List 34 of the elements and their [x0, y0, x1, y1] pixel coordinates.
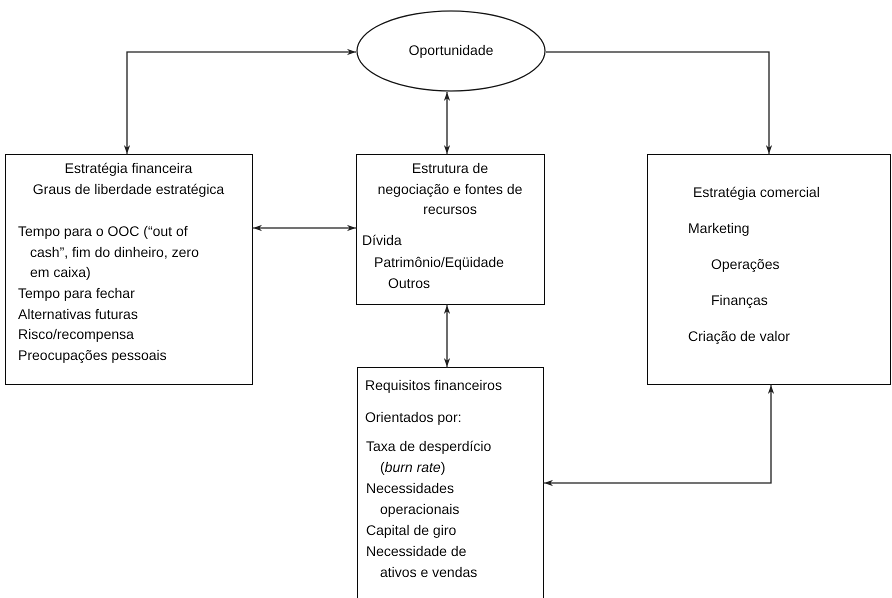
connector-arrow: [253, 224, 356, 232]
node-title: Oportunidade: [408, 41, 494, 60]
node-text: Outros: [388, 274, 432, 293]
node-text: Operações: [711, 255, 780, 274]
node-text: Taxa de desperdício (burn rate): [366, 437, 492, 477]
node-text: Necessidade de ativos e vendas: [366, 542, 478, 582]
node-text: Criação de valor: [688, 327, 791, 346]
node-title: Requisitos financeiros: [365, 376, 503, 395]
connector-arrow: [124, 48, 356, 154]
connector-arrow: [444, 92, 450, 154]
node-text: Necessidades operacionais: [366, 479, 460, 519]
node-text: Tempo para o OOC (“out of cash”, fim do dinheiro, zero em caixa): [18, 222, 200, 282]
node-text: Tempo para fechar: [18, 284, 136, 303]
node-text: Risco/recompensa: [18, 325, 135, 344]
node-text: Finanças: [711, 291, 769, 310]
node-text: Orientados por:: [365, 408, 462, 427]
node-text: Capital de giro: [366, 521, 458, 540]
process-box: [356, 154, 545, 305]
connector-arrow: [546, 51, 772, 154]
ellipse-node: [356, 10, 546, 92]
process-box: [647, 154, 891, 385]
node-text: Alternativas futuras: [18, 305, 139, 324]
node-text: Patrimônio/Eqüidade: [374, 253, 505, 272]
process-box: [357, 367, 544, 598]
node-text: Dívida: [362, 231, 403, 250]
connector-arrow: [444, 305, 450, 367]
node-title: Estratégia comercial: [693, 183, 821, 202]
connector-arrow: [544, 385, 774, 486]
node-title: Estratégia financeira: [64, 159, 194, 178]
node-title: Estrutura de negociação e fontes de recursos: [376, 159, 524, 219]
process-box: [5, 154, 253, 385]
node-text: Graus de liberdade estratégica: [32, 180, 226, 199]
node-text: Marketing: [688, 219, 750, 238]
node-text: Preocupações pessoais: [18, 346, 168, 365]
